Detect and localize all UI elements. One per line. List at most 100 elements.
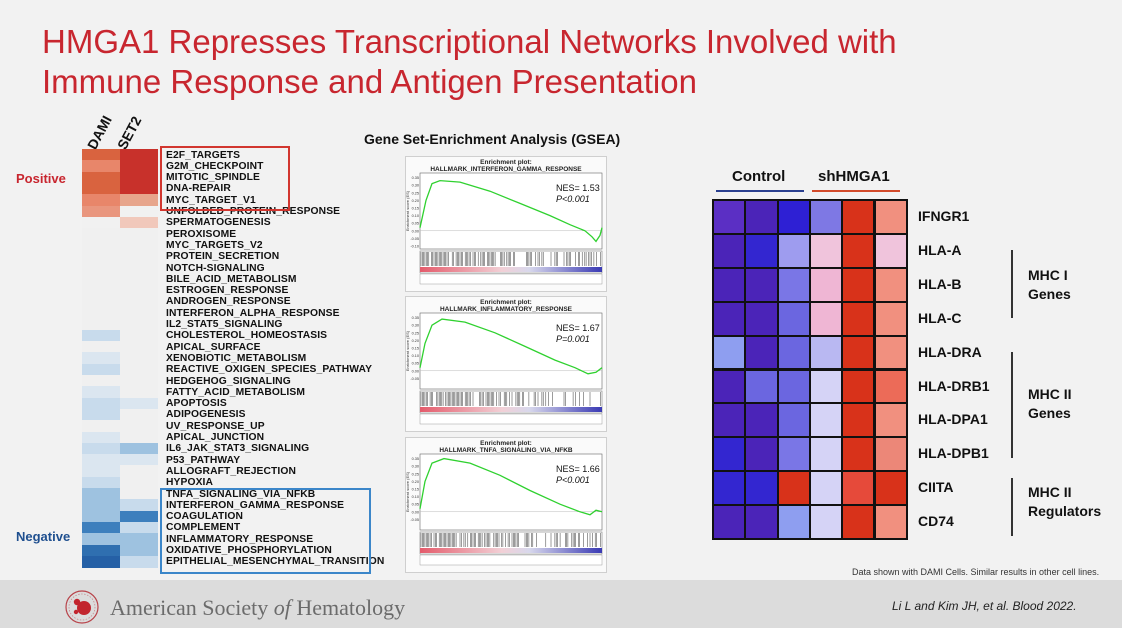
control-label: Control [732,168,786,185]
gene-heatmap-cell [778,201,809,233]
heatmap-cell [82,284,120,297]
pathway-label: HYPOXIA [166,477,214,489]
gene-heatmap-cell [875,336,906,369]
gene-heatmap-cell [875,404,906,437]
pathway-label: ALLOGRAFT_REJECTION [166,465,297,477]
gsea-plot: 0.350.300.250.200.150.100.050.00-0.05-0.… [406,172,603,285]
heatmap-cell [120,307,158,319]
gene-label: HLA-DPB1 [918,445,989,462]
gene-label: HLA-DPA1 [918,411,988,428]
column-header-dami: DAMI [83,112,115,152]
mhc-ii-group-label: MHC II Genes [1028,385,1072,423]
org-part1: American Society [110,595,274,620]
pathway-label: FATTY_ACID_METABOLISM [166,386,306,398]
heatmap-cell [82,205,120,218]
y-tick-label: 0.05 [412,222,419,226]
mhc-i-bracket [1011,250,1013,318]
gene-label: HLA-C [918,309,962,326]
heatmap-cell [120,521,158,534]
heatmap-cell [120,510,158,523]
y-axis-label: Enrichment score (ES) [406,471,410,512]
gene-heatmap-cell [843,370,874,403]
gene-label: IFNGR1 [918,208,970,224]
pathway-label: IL6_JAK_STAT3_SIGNALING [166,443,310,455]
gene-heatmap-cell [875,472,906,505]
pathway-label: COMPLEMENT [166,522,241,534]
heatmap-cell [120,431,158,444]
gene-heatmap-cell [746,201,777,233]
gene-heatmap-cell [778,336,809,369]
heatmap-cell [82,431,120,444]
heatmap-cell [120,375,158,387]
gene-heatmap-cell [843,506,874,538]
p-value: P<0.001 [556,194,590,204]
heatmap-cell [82,488,120,500]
gene-heatmap-cell [746,370,777,403]
heatmap-cell [120,250,158,263]
y-tick-label: 0.10 [412,354,419,358]
gene-heatmap-cell [875,438,906,471]
y-tick-label: 0.10 [412,214,419,218]
y-tick-label: 0.25 [412,472,419,476]
pathway-label: UV_RESPONSE_UP [166,420,265,432]
y-tick-label: 0.25 [412,191,419,195]
y-tick-label: 0.00 [412,229,419,233]
y-axis-label: Enrichment score (ES) [406,190,410,231]
gene-heatmap-cell [843,404,874,437]
pathway-label: MYC_TARGET_V1 [166,194,256,206]
ranked-list-frame [419,273,603,285]
mhc-i-line2: Genes [1028,286,1071,302]
heatmap-cell [120,273,158,286]
gene-heatmap-cell [746,234,777,267]
y-tick-label: 0.00 [412,510,419,514]
heatmap-cell [120,295,158,308]
rank-gradient-bar [420,548,602,553]
panel-gene-set-name: HALLMARK_INTERFERON_GAMMA_RESPONSE [430,166,582,173]
y-tick-label: 0.35 [412,176,419,180]
mhc-ii-regulators-group-label: MHC II Regulators [1028,483,1101,521]
plot-frame [419,312,603,390]
mhc-ii-line2: Genes [1028,405,1071,421]
gene-heatmap-cell [778,268,809,301]
heatmap-cell [120,352,158,365]
gene-label: HLA-B [918,275,962,292]
ranked-list-frame [419,554,603,566]
shhmga1-underline [812,190,900,192]
gene-heatmap-cell [875,302,906,335]
gene-heatmap-cell [843,302,874,335]
y-tick-label: 0.30 [412,465,419,469]
gene-heatmap-cell [746,438,777,471]
y-tick-label: 0.25 [412,331,419,335]
y-tick-label: 0.35 [412,457,419,461]
citation: Li L and Kim JH, et al. Blood 2022. [892,599,1077,613]
y-tick-label: 0.15 [412,206,419,210]
gene-heatmap-cell [810,302,842,335]
gene-heatmap-cell [714,472,745,505]
pathway-label: SPERMATOGENESIS [166,217,271,229]
gene-heatmap-cell [810,336,842,369]
pathway-label: G2M_CHECKPOINT [166,160,264,172]
rank-gradient-bar [420,407,602,412]
gene-heatmap-cell [714,506,745,538]
y-tick-label: 0.10 [412,495,419,499]
enrichment-curve [419,457,603,516]
heatmap-cell [120,544,158,557]
heatmap-cell [82,499,120,512]
gene-label: CIITA [918,479,954,496]
gene-heatmap-cell [875,506,906,538]
mhc-ii-regulators-bracket [1011,478,1013,536]
gene-heatmap-cell [714,438,745,471]
heatmap-cell [82,521,120,534]
mhc-i-group-label: MHC I Genes [1028,266,1071,304]
heatmap-cell [120,205,158,218]
gene-heatmap-cell [714,234,745,267]
footnote: Data shown with DAMI Cells. Similar resu… [852,567,1100,577]
pathway-label: MYC_TARGETS_V2 [166,239,263,251]
pathway-label: TNFA_SIGNALING_VIA_NFKB [166,488,316,500]
pathway-label: CHOLESTEROL_HOMEOSTASIS [166,330,328,342]
gene-heatmap-cell [843,268,874,301]
pathway-label: HEDGEHOG_SIGNALING [166,375,291,387]
gene-heatmap-cell [810,268,842,301]
